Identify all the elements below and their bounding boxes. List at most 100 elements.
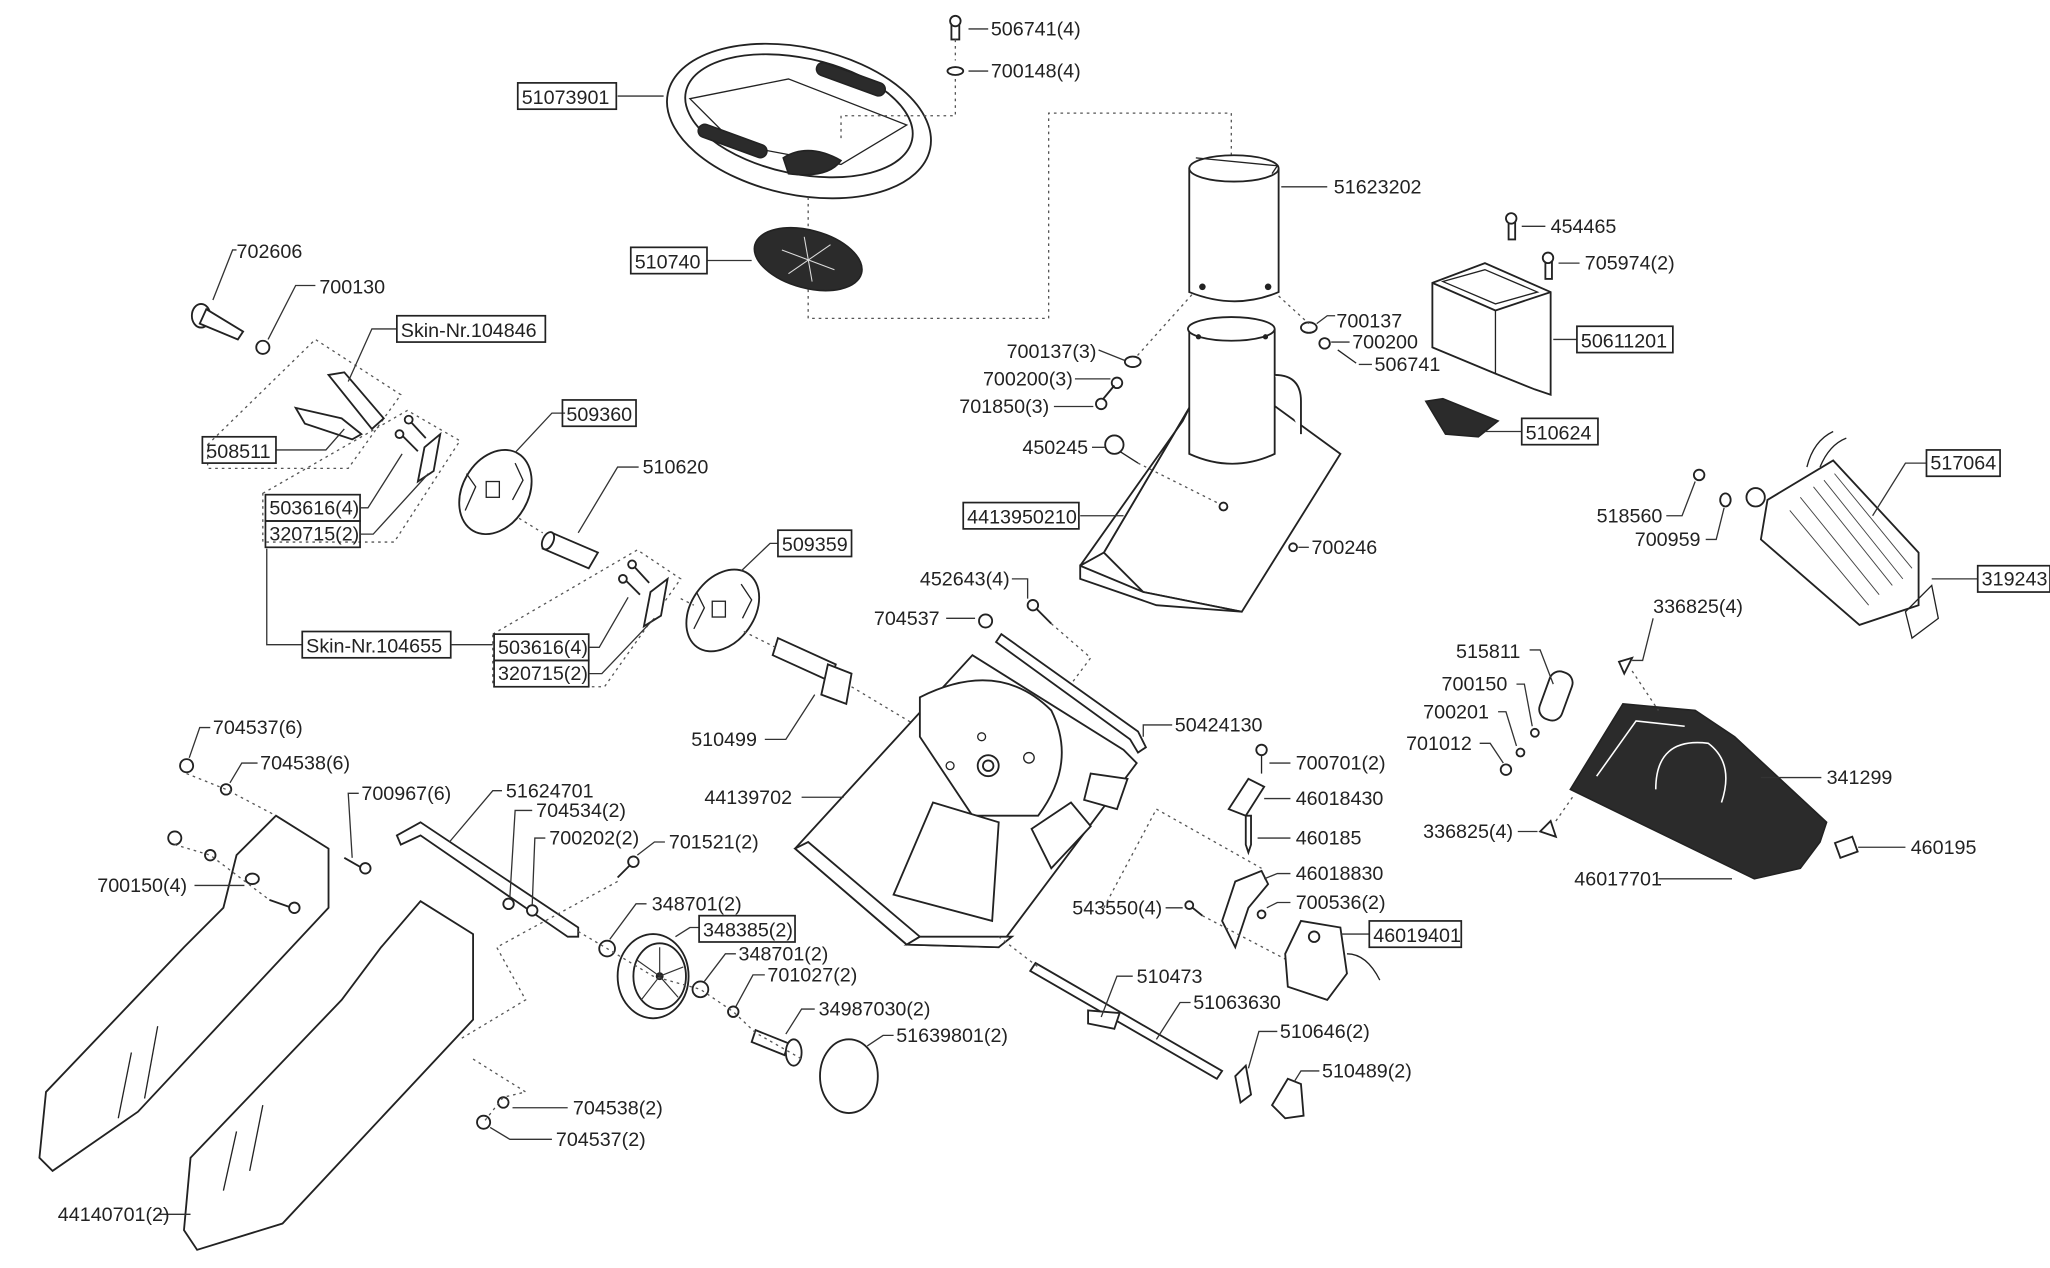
label-51063630: 51063630 bbox=[1193, 992, 1281, 1014]
switch-46019401 bbox=[1284, 919, 1381, 1001]
label-510499: 510499 bbox=[691, 729, 757, 751]
label-46018430: 46018430 bbox=[1296, 788, 1384, 810]
label-700137: 700137 bbox=[1336, 311, 1402, 333]
blade-group-outline bbox=[206, 338, 402, 470]
feed-chute-4413950210 bbox=[1079, 316, 1342, 613]
label-503616-4-a: 503616(4) bbox=[269, 497, 359, 519]
label-704534-2: 704534(2) bbox=[536, 800, 626, 822]
label-704538-6: 704538(6) bbox=[260, 753, 350, 775]
bushing-348701-b bbox=[691, 980, 710, 999]
label-700200: 700200 bbox=[1352, 332, 1418, 354]
label-46018830: 46018830 bbox=[1296, 863, 1384, 885]
washer-700202 bbox=[526, 904, 539, 917]
label-452643-4: 452643(4) bbox=[920, 568, 1010, 590]
label-701027-2: 701027(2) bbox=[767, 964, 857, 986]
rod-51063630 bbox=[1028, 961, 1224, 1081]
label-704537: 704537 bbox=[874, 608, 940, 630]
label-348385-2: 348385(2) bbox=[703, 920, 793, 942]
label-44140701-2: 44140701(2) bbox=[58, 1204, 170, 1226]
washer-700137 bbox=[1300, 321, 1318, 334]
label-701012: 701012 bbox=[1406, 733, 1472, 755]
label-506741-4: 506741(4) bbox=[991, 19, 1081, 41]
label-704537-2: 704537(2) bbox=[556, 1129, 646, 1151]
label-518560: 518560 bbox=[1597, 505, 1663, 527]
label-700246: 700246 bbox=[1311, 537, 1377, 559]
nut-700536 bbox=[1256, 909, 1267, 920]
label-700536-2: 700536(2) bbox=[1296, 892, 1386, 914]
label-506741: 506741 bbox=[1375, 354, 1441, 376]
label-700148-4: 700148(4) bbox=[991, 61, 1081, 83]
label-4413950210: 4413950210 bbox=[967, 507, 1077, 529]
pedal-510489 bbox=[1270, 1077, 1305, 1120]
label-510646-2: 510646(2) bbox=[1280, 1021, 1370, 1043]
label-336825-4-b: 336825(4) bbox=[1423, 821, 1513, 843]
label-510620: 510620 bbox=[643, 457, 709, 479]
label-704537-6: 704537(6) bbox=[213, 717, 303, 739]
label-348701-2-a: 348701(2) bbox=[652, 893, 742, 915]
label-508511: 508511 bbox=[206, 441, 270, 463]
screw-506741 bbox=[949, 14, 962, 41]
label-700137-3: 700137(3) bbox=[1007, 341, 1097, 363]
screw-454465 bbox=[1505, 212, 1518, 241]
washer-704538-2 bbox=[497, 1096, 510, 1109]
label-700130: 700130 bbox=[319, 276, 385, 298]
label-700200-3: 700200(3) bbox=[983, 368, 1073, 390]
pin-460185 bbox=[1244, 814, 1252, 856]
nut-701027 bbox=[727, 1005, 740, 1018]
label-341299: 341299 bbox=[1827, 767, 1893, 789]
label-510740: 510740 bbox=[635, 251, 701, 273]
chute-tube-51623202 bbox=[1188, 154, 1280, 303]
washer-700150-4 bbox=[244, 872, 260, 886]
axle-34987030 bbox=[750, 1028, 803, 1067]
label-510473: 510473 bbox=[1137, 966, 1203, 988]
nut-704534 bbox=[502, 897, 515, 911]
rod-50424130 bbox=[994, 632, 1148, 754]
brush-460195 bbox=[1833, 835, 1859, 860]
screw-336825-b bbox=[1538, 819, 1558, 839]
label-700701-2: 700701(2) bbox=[1296, 753, 1386, 775]
bolt-700701 bbox=[1255, 743, 1268, 774]
label-51623202: 51623202 bbox=[1334, 176, 1422, 198]
label-700201: 700201 bbox=[1423, 701, 1489, 723]
bolt-702606 bbox=[190, 302, 245, 341]
label-700150-4: 700150(4) bbox=[97, 875, 187, 897]
label-700202-2: 700202(2) bbox=[549, 828, 639, 850]
screws-503616-b bbox=[618, 559, 669, 629]
nut-704537 bbox=[978, 613, 994, 629]
nut-700200 bbox=[1318, 337, 1331, 350]
screw-336825-a bbox=[1617, 656, 1634, 676]
washer-700148 bbox=[946, 66, 965, 76]
washer-704538-6 bbox=[219, 783, 233, 796]
washer-700959 bbox=[1719, 492, 1732, 508]
label-702606: 702606 bbox=[237, 241, 303, 263]
label-51639801-2: 51639801(2) bbox=[896, 1025, 1008, 1047]
bracket-46018830 bbox=[1221, 869, 1270, 950]
label-543550-4: 543550(4) bbox=[1072, 897, 1162, 919]
label-460195: 460195 bbox=[1911, 837, 1977, 859]
nut-700246 bbox=[1288, 542, 1298, 553]
label-510624: 510624 bbox=[1526, 422, 1592, 444]
label-700967-6: 700967(6) bbox=[361, 783, 451, 805]
label-515811: 515811 bbox=[1456, 641, 1520, 663]
label-51624701: 51624701 bbox=[506, 780, 594, 802]
label-705974-2: 705974(2) bbox=[1585, 253, 1675, 275]
label-50424130: 50424130 bbox=[1175, 714, 1263, 736]
motor-517064 bbox=[1745, 430, 1940, 640]
label-701850-3: 701850(3) bbox=[959, 396, 1049, 418]
label-509360: 509360 bbox=[566, 404, 632, 426]
screw-705974 bbox=[1541, 251, 1555, 280]
bracket-510473 bbox=[1087, 1009, 1121, 1030]
screw-518560 bbox=[1692, 468, 1706, 482]
label-704538-2: 704538(2) bbox=[573, 1097, 663, 1119]
label-510489-2: 510489(2) bbox=[1322, 1060, 1412, 1082]
label-700959: 700959 bbox=[1635, 529, 1701, 551]
label-46019401: 46019401 bbox=[1373, 925, 1461, 947]
label-700150: 700150 bbox=[1442, 674, 1508, 696]
label-51073901: 51073901 bbox=[522, 87, 610, 109]
sleeve-510620 bbox=[540, 531, 600, 570]
label-50611201: 50611201 bbox=[1581, 330, 1667, 352]
washer-700130 bbox=[255, 339, 271, 355]
label-460185: 460185 bbox=[1296, 828, 1362, 850]
base-frame-44139702 bbox=[793, 653, 1138, 949]
